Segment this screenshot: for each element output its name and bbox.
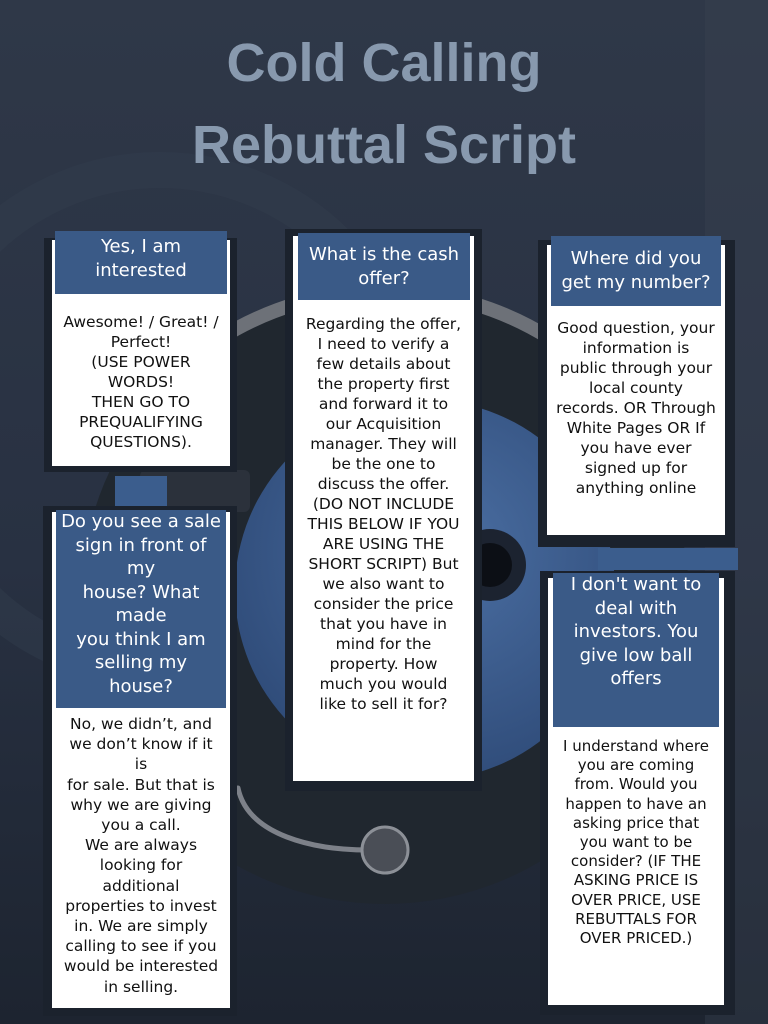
card-header: Do you see a sale sign in front of my ho…: [56, 510, 226, 708]
card-body: Regarding the offer, I need to verify a …: [305, 315, 462, 713]
card-header: What is the cash offer?: [298, 233, 470, 300]
page-title-line-1: Cold Calling: [226, 33, 542, 93]
handset-grip: [140, 470, 250, 512]
card-low-ball-offers: I don't want to deal with investors. You…: [540, 571, 735, 1015]
handset-bar: [598, 548, 738, 570]
card-body: Awesome! / Great! / Perfect! (USE POWER …: [63, 313, 219, 451]
page-title-line-2: Rebuttal Script: [191, 115, 577, 175]
card-body: No, we didn’t, and we don’t know if it i…: [63, 715, 219, 996]
card-header: Yes, I am interested: [55, 231, 227, 294]
phone-cord: [235, 785, 371, 853]
card-cash-offer: What is the cash offer? Regarding the of…: [285, 229, 482, 791]
card-yes-interested: Yes, I am interested Awesome! / Great! /…: [44, 231, 237, 472]
card-body: I understand where you are coming from. …: [563, 737, 709, 948]
card-header: Where did you get my number?: [551, 236, 721, 306]
card-body: Good question, your information is publi…: [556, 319, 716, 497]
card-where-number: Where did you get my number? Good questi…: [538, 236, 735, 547]
card-header: I don't want to deal with investors. You…: [553, 573, 719, 727]
cord-plug: [360, 825, 410, 875]
card-panel: [293, 236, 474, 781]
card-sale-sign: Do you see a sale sign in front of my ho…: [43, 506, 237, 1016]
